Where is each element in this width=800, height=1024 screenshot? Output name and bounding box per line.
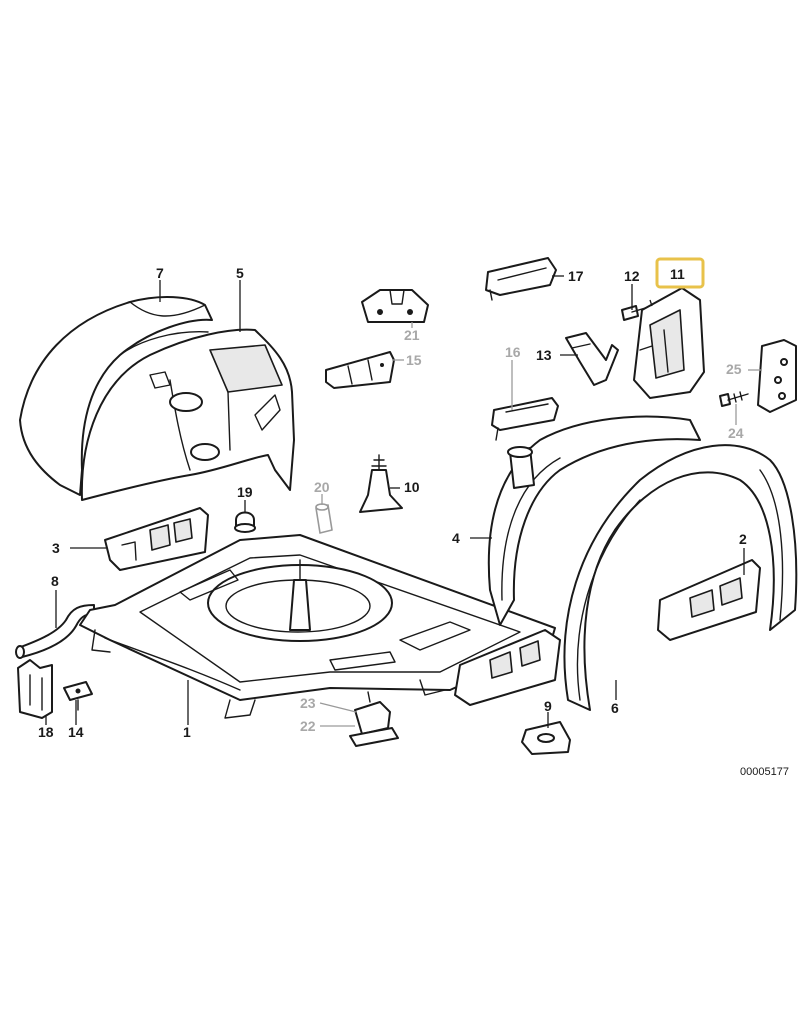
callout-15: 15 [406, 352, 422, 368]
callout-18: 18 [38, 724, 54, 740]
part-18-bracket [17, 659, 53, 719]
callout-7: 7 [156, 265, 164, 281]
part-25-plate [757, 339, 797, 413]
callout-4: 4 [452, 530, 460, 546]
callouts: 7 5 21 15 17 12 11 16 13 25 24 19 20 10 … [38, 257, 789, 778]
part-1-rear-section [454, 629, 561, 706]
part-19-plug [234, 511, 256, 533]
callout-14: 14 [68, 724, 84, 740]
part-7-left-outer-wheelhouse [19, 295, 213, 496]
part-1-trunk-floor [79, 534, 556, 719]
part-14-clip [63, 681, 93, 711]
catalog-number: 00005177 [740, 766, 789, 778]
part-20-sleeve [315, 503, 333, 534]
part-8-rod [15, 604, 95, 659]
callout-8: 8 [51, 573, 59, 589]
leader-lines [45, 275, 762, 728]
part-4-right-inner-wheelhouse [487, 415, 701, 626]
part-6-right-outer-wheelhouse [563, 444, 798, 711]
callout-20: 20 [314, 479, 330, 495]
callout-23: 23 [300, 695, 316, 711]
callout-16: 16 [505, 344, 521, 360]
part-9-bracket [521, 721, 571, 755]
part-2-reinforcement [657, 559, 761, 641]
callout-2: 2 [739, 531, 747, 547]
part-21-bracket [361, 289, 429, 323]
callout-25: 25 [726, 361, 742, 377]
part-11-panel [633, 287, 705, 399]
callout-11: 11 [670, 266, 685, 282]
callout-19: 19 [237, 484, 253, 500]
part-13-bracket [565, 332, 619, 386]
part-5-left-inner-wheelhouse [80, 328, 295, 501]
part-15-bracket [325, 351, 395, 389]
callout-10: 10 [404, 479, 420, 495]
callout-9: 9 [544, 698, 552, 714]
callout-12: 12 [624, 268, 640, 284]
part-24-screw [719, 391, 749, 407]
part-16-bracket [491, 397, 559, 441]
callout-21: 21 [404, 327, 420, 343]
callout-3: 3 [52, 540, 60, 556]
callout-6: 6 [611, 700, 619, 716]
highlight-box-11 [655, 257, 705, 289]
part-10-spare-wheel-holder [359, 454, 403, 513]
callout-13: 13 [536, 347, 552, 363]
callout-17: 17 [568, 268, 584, 284]
callout-5: 5 [236, 265, 244, 281]
part-3-reinforcement [104, 507, 209, 571]
callout-22: 22 [300, 718, 316, 734]
callout-1: 1 [183, 724, 191, 740]
callout-24: 24 [728, 425, 744, 441]
part-22-23-brackets [349, 691, 399, 747]
part-17-bracket [485, 257, 557, 301]
